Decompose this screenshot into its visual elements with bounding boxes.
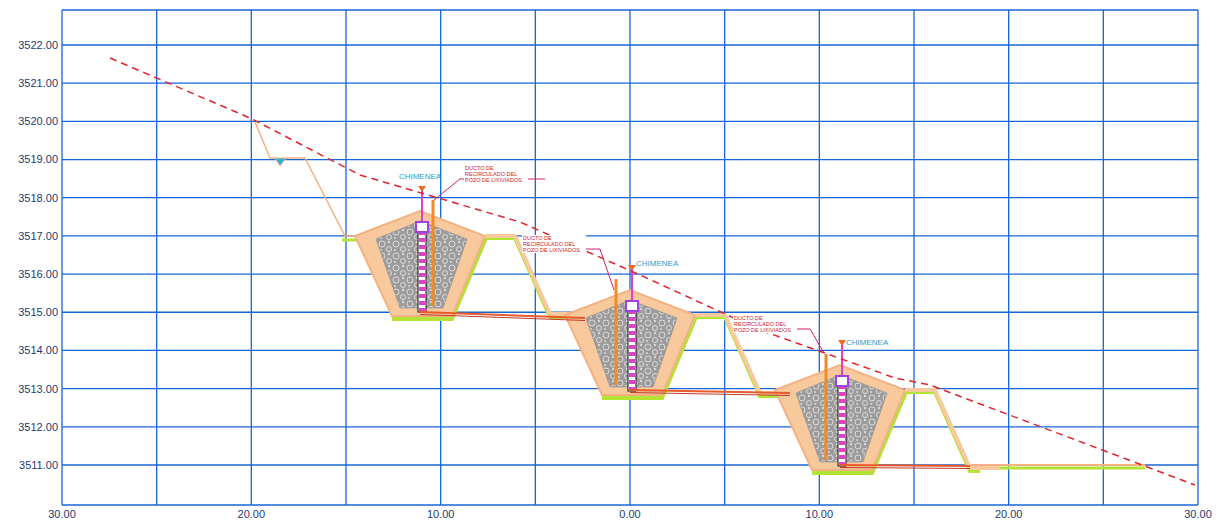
chimney-column [838,384,846,466]
axis-value: 0.00 [619,508,640,520]
axis-value: 3512.00 [18,421,58,433]
axis-value: 3521.00 [18,77,58,89]
duct-label: DUCTO DE RECIRCULADO DEL POZO DE LIXIVIA… [464,165,528,183]
recirculation-duct [615,279,618,385]
trenches [355,186,1000,473]
ground-line [255,122,276,158]
ground-line [968,464,1145,466]
grid-line [724,10,725,505]
grid-line [62,44,1198,45]
chimney-vent [628,265,636,271]
trench-cover [565,290,695,395]
chimney-segments [839,385,845,465]
axis-value: 3516.00 [18,268,58,280]
drain-pipe [420,315,585,321]
ground-line [286,158,372,236]
trench-cover [775,365,905,470]
grid [62,10,1198,505]
grid-line [62,235,1198,236]
bench [905,390,1000,468]
grid-line [62,9,1198,10]
axis-value: 10.00 [427,508,455,520]
grid-line [1008,10,1009,505]
axis-value: 30.00 [48,508,76,520]
grid-line [345,10,346,505]
chimney-cap [836,376,848,386]
axis-value: 3522.00 [18,39,58,51]
grid-line [913,10,914,505]
chimney-pipe [841,344,843,380]
grid-line [1197,10,1198,505]
axis-value: 3513.00 [18,383,58,395]
terrain-profile [110,58,1195,485]
chimney-cap [626,301,638,311]
chimney-pipe [631,269,633,305]
grid-line [62,121,1198,122]
chimney-segments [629,310,635,390]
grid-line [62,504,1198,505]
duct-label: DUCTO DE RECIRCULADO DEL POZO DE LIXIVIA… [522,235,586,253]
drain-pipe [630,393,790,396]
grid-line [629,10,630,505]
chimney-pipe [421,190,423,226]
recirculation-duct [825,354,828,460]
grid-line [62,197,1198,198]
grid-line [62,273,1198,274]
duct-label: DUCTO DE RECIRCULADO DEL POZO DE LIXIVIA… [733,315,797,333]
grid-line [62,464,1198,465]
trench-cover [355,211,485,316]
leader-line [522,249,614,290]
grid-line [62,426,1198,427]
axis-value: 10.00 [806,508,834,520]
axis-value: 30.00 [1184,508,1212,520]
trench [775,340,1000,473]
chimney-cap [416,222,428,232]
axis-value: 3514.00 [18,344,58,356]
channel [275,158,286,166]
leaders [434,179,824,353]
axis-value: 3515.00 [18,306,58,318]
grid-line [251,10,252,505]
axis-value: 3520.00 [18,115,58,127]
axis-value: 3511.00 [19,459,58,471]
chimney-label: CHIMENEA [399,173,441,182]
grid-line [535,10,536,505]
axis-value: 20.00 [995,508,1023,520]
chimney-column [418,230,426,312]
drain-pipe [840,468,970,469]
grid-line [62,83,1198,84]
axis-value: 20.00 [238,508,266,520]
axis-value: 3518.00 [18,192,58,204]
drain-pipe [840,465,970,466]
drain-pipes [420,312,970,469]
grid-line [61,10,62,505]
axis-value: 3519.00 [18,153,58,165]
recirculation-duct [432,200,435,306]
chimney-label: CHIMENEA [636,260,678,269]
chimney-column [628,309,636,391]
axis-value: 3517.00 [18,230,58,242]
chimney-vent [418,186,426,192]
grid-line [1103,10,1104,505]
chimney-segments [419,231,425,311]
chimney-label: CHIMENEA [846,339,888,348]
chimney-vent [838,340,846,346]
grid-line [62,159,1198,160]
grid-line [156,10,157,505]
